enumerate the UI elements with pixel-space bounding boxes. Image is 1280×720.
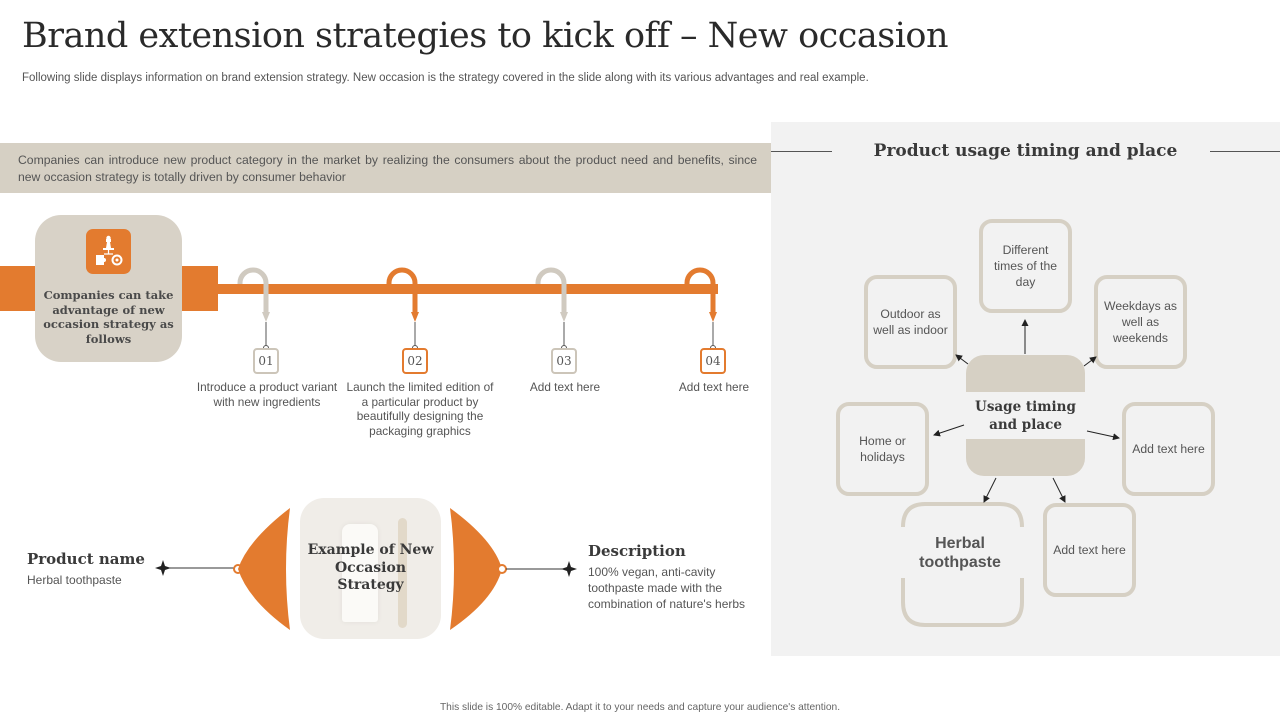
left-wing-shape <box>238 508 290 630</box>
step-text-02: Launch the limited edition of a particul… <box>346 380 494 438</box>
right-wing-shape <box>450 508 502 630</box>
sparkle-icon <box>561 561 577 577</box>
intro-banner: Companies can introduce new product cate… <box>0 143 771 193</box>
hook-01-tip <box>262 312 270 322</box>
toothpaste-tube-icon <box>342 524 378 622</box>
roadmap-bar <box>210 284 718 294</box>
panel-title-rule-left <box>771 151 832 152</box>
arrow-top-left <box>955 354 969 365</box>
toothbrush-icon <box>398 518 407 628</box>
arrow-right <box>1086 430 1120 441</box>
chess-puzzle-icon <box>86 229 131 274</box>
hook-04-tip <box>709 312 717 322</box>
example-graphic <box>155 508 577 630</box>
roadmap-bar-start <box>0 266 40 311</box>
page-title: Brand extension strategies to kick off –… <box>22 16 949 56</box>
step-text-03: Add text here <box>529 380 601 394</box>
step-number-01: 01 <box>253 348 279 374</box>
product-name-value: Herbal toothpaste <box>27 573 122 587</box>
description-label: Description <box>588 542 686 560</box>
product-name-label: Product name <box>27 550 145 568</box>
hook-03 <box>535 267 567 312</box>
footer-note: This slide is 100% editable. Adapt it to… <box>439 702 841 713</box>
sparkle-icon <box>155 560 171 576</box>
arrow-bottom-left <box>983 477 997 503</box>
node-outdoor: Outdoor as well as indoor <box>864 275 957 369</box>
hook-04 <box>684 267 716 312</box>
step-text-04: Add text here <box>678 380 750 394</box>
node-different-times: Different times of the day <box>979 219 1072 313</box>
node-herbal-toothpaste: Herbal toothpaste <box>919 535 1001 571</box>
arrow-bottom-right <box>1052 477 1066 503</box>
hub-card: Companies can take advantage of new occa… <box>35 215 182 362</box>
example-title: Example of New Occasion Strategy <box>307 542 434 593</box>
node-add-bottom: Add text here <box>1043 503 1136 597</box>
panel-title: Product usage timing and place <box>873 141 1178 161</box>
node-add-right: Add text here <box>1122 402 1215 496</box>
node-weekdays: Weekdays as well as weekends <box>1094 275 1187 369</box>
center-node-text: Usage timing and place <box>975 399 1076 433</box>
node-home: Home or holidays <box>836 402 929 496</box>
hook-03-tip <box>560 312 568 322</box>
example-card: Example of New Occasion Strategy <box>300 498 441 639</box>
description-value: 100% vegan, anti-cavity toothpaste made … <box>588 565 746 611</box>
hook-02-tip <box>411 312 419 322</box>
arrow-left <box>933 424 965 437</box>
hook-01 <box>237 267 269 312</box>
step-number-04: 04 <box>700 348 726 374</box>
center-node-band <box>966 392 1085 439</box>
step-text-01: Introduce a product variant with new ing… <box>196 380 338 409</box>
step-number-03: 03 <box>551 348 577 374</box>
step-number-02: 02 <box>402 348 428 374</box>
hook-02 <box>386 267 418 312</box>
panel-title-rule-right <box>1210 151 1280 152</box>
herbal-node-frame <box>901 502 1024 627</box>
arrow-top-right <box>1083 356 1097 367</box>
roadmap-graphic <box>210 267 718 351</box>
hub-text: Companies can take advantage of new occa… <box>43 288 174 346</box>
page-subtitle: Following slide displays information on … <box>22 72 869 84</box>
roadmap-bar-hub <box>178 266 218 311</box>
